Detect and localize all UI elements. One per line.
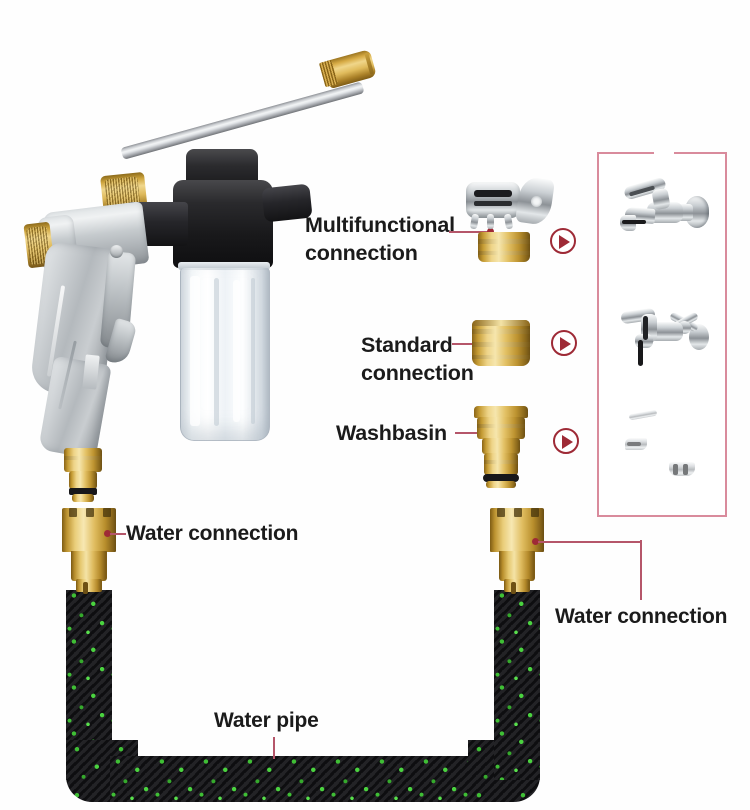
chevron-right-circle-icon-standard	[551, 330, 577, 356]
label-water-pipe: Water pipe	[214, 709, 319, 732]
spray-gun-assembly	[18, 40, 378, 510]
label-standard-connection: Standard connection	[361, 332, 474, 387]
chevron-right-circle-icon-multifunctional	[550, 228, 576, 254]
wall-faucet-cross-handle-illustration	[607, 302, 719, 382]
compatibility-box	[597, 150, 727, 517]
hose-right-vertical	[494, 590, 540, 780]
leader-dot-water-connection-right	[532, 538, 539, 545]
brass-ferrule	[478, 232, 530, 262]
leader-multifunctional	[449, 231, 492, 234]
expandable-garden-hose	[0, 500, 750, 810]
leader-standard	[452, 343, 480, 346]
label-washbasin: Washbasin	[336, 420, 447, 448]
label-standard-line1: Standard	[361, 333, 453, 357]
gun-hose-connector	[60, 448, 108, 510]
hose-fitting-left	[62, 508, 118, 594]
standard-brass-coupling	[470, 318, 532, 370]
multifunctional-clamp-adapter	[464, 175, 560, 272]
leader-washbasin	[455, 432, 483, 435]
gun-head-body	[173, 180, 273, 268]
clear-foam-reservoir-bottle	[180, 268, 270, 441]
faucet-parts-illustration	[607, 406, 719, 484]
label-multifunctional-connection: Multifunctional connection	[305, 212, 455, 267]
leader-water-connection-left	[110, 532, 126, 535]
leader-dot-multifunctional	[487, 228, 494, 235]
leader-dot-water-connection-left	[104, 530, 111, 537]
chevron-right-circle-icon-washbasin	[553, 428, 579, 454]
label-multifunctional-line1: Multifunctional	[305, 213, 455, 237]
label-standard-line2: connection	[361, 360, 474, 385]
hose-left-corner	[66, 740, 138, 802]
label-washbasin-text: Washbasin	[336, 421, 447, 445]
washbasin-brass-quick-connect	[470, 404, 534, 490]
leader-water-connection-right-vertical	[640, 540, 643, 600]
label-water-connection-right: Water connection	[555, 605, 728, 628]
hose-bottom	[110, 756, 510, 802]
label-water-connection-left: Water connection	[126, 522, 299, 545]
label-multifunctional-line2: connection	[305, 240, 418, 265]
leader-water-pipe	[273, 737, 276, 759]
wall-faucet-lever-illustration	[607, 172, 719, 252]
leader-water-connection-right-horizontal	[538, 540, 642, 543]
box-top-gap	[654, 150, 675, 157]
hose-fitting-right	[490, 508, 546, 594]
